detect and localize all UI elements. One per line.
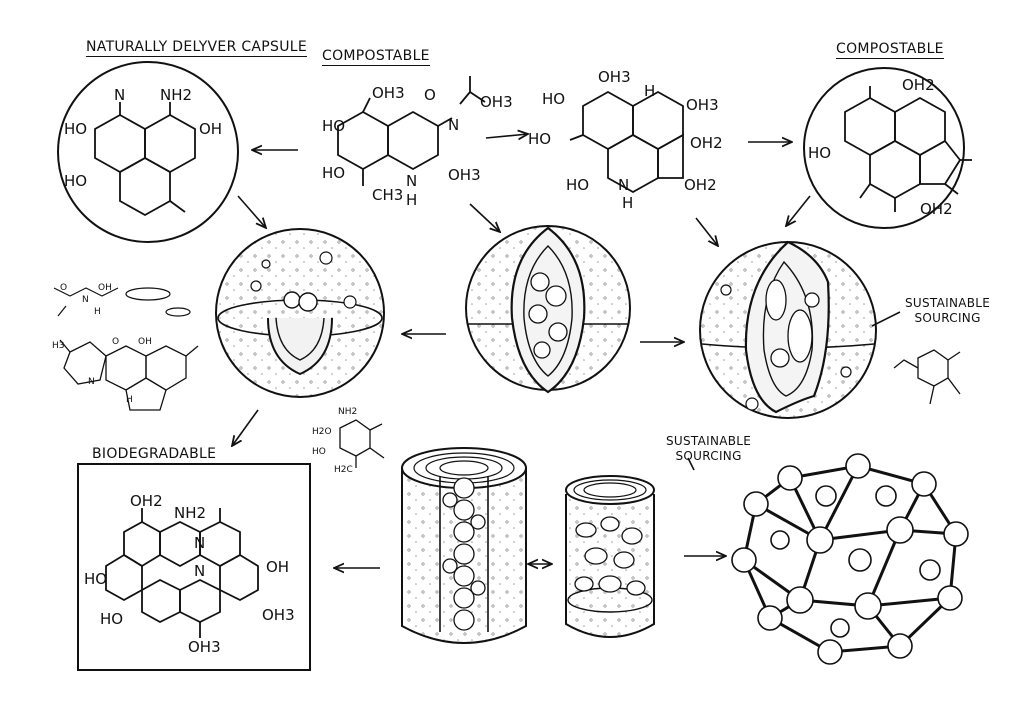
label-naturally-delyver-capsule: NATURALLY DELYVER CAPSULE [86,39,308,57]
label-line: SUSTAINABLE [666,434,752,448]
atom-label: CH3 [372,186,403,204]
atom-label: OH2 [684,176,717,194]
atom-label: H [644,82,655,100]
atom-label: N [82,295,89,305]
atom-label: H [126,395,133,405]
atom-label: H2C [334,465,353,475]
atom-label: O [424,86,436,104]
atom-label: OH3 [480,93,513,111]
atom-label: HO [322,117,345,135]
label-biodegradable: BIODEGRADABLE [92,446,217,462]
label-line: SUSTAINABLE [905,296,991,310]
label-sustainable-sourcing-right: SUSTAINABLE SOURCING [905,296,990,326]
atom-label: OH [98,283,112,293]
atom-label: H [622,194,633,212]
label-line: SOURCING [914,311,981,325]
atom-label: N [114,86,125,104]
cluster-icon [731,453,969,665]
arrow [485,134,528,138]
molecule-small-right [893,349,961,405]
atom-label: H3 [52,341,65,351]
molecule-top-center-left: OH3 HO HO CH3 N H OH3 N O OH3 [322,76,513,209]
molecule-circle-top-left: N NH2 HO OH HO [57,61,239,243]
atom-label: H [406,191,417,209]
atom-label: N [406,172,417,190]
label-compostable-right: COMPOSTABLE [836,41,944,59]
molecule-small-center [339,419,385,468]
atom-label: HO [100,610,123,628]
atom-label: OH2 [902,76,935,94]
atom-label: N [194,562,205,580]
atom-label: OH3 [448,166,481,184]
arrow [786,195,811,226]
flow-arrows [232,134,901,568]
molecule-biodegradable-box: OH2 NH2 N N HO OH HO OH3 OH3 [77,463,311,671]
atom-label: HO [64,172,87,190]
atom-label: HO [84,570,107,588]
atom-label: OH [199,120,222,138]
molecule-small-left-2 [59,339,199,411]
cylinder-icon [401,447,527,644]
atom-label: O [60,283,67,293]
atom-label: OH3 [598,68,631,86]
leader-line [871,311,901,327]
atom-label: OH2 [690,134,723,152]
atom-label: N [194,534,205,552]
atom-label: HO [542,90,565,108]
label-line: SOURCING [675,449,742,463]
atom-label: OH3 [372,84,405,102]
atom-label: N [88,377,95,387]
leader-line [687,457,695,471]
label-sustainable-sourcing-center: SUSTAINABLE SOURCING [666,434,751,464]
atom-label: HO [566,176,589,194]
arrow [695,217,718,246]
atom-label: HO [312,447,326,457]
sphere-icon [699,240,877,419]
jar-icon [565,475,655,638]
atom-label: HO [528,130,551,148]
atom-label: NH2 [160,86,192,104]
atom-label: H2O [312,427,332,437]
atom-label: OH3 [262,606,295,624]
atom-label: OH3 [686,96,719,114]
atom-label: HO [64,120,87,138]
label-compostable-top: COMPOSTABLE [322,48,430,66]
sphere-icon [465,225,631,394]
atom-label: OH2 [920,200,953,218]
molecule-circle-top-right: OH2 HO OH2 [803,67,972,229]
atom-label: NH2 [338,407,357,417]
atom-label: H [94,307,101,317]
arrow [469,203,500,232]
atom-label: N [618,176,629,194]
atom-label: OH3 [188,638,221,656]
atom-label: HO [808,144,831,162]
atom-label: O [112,337,119,347]
atom-label: NH2 [174,504,206,522]
atom-label: HO [322,164,345,182]
arrow [232,409,259,446]
molecule-top-center-right: OH3 HO H OH3 HO OH2 HO N H OH2 [528,68,723,212]
atom-label: OH [138,337,152,347]
arrow [237,195,266,228]
sphere-icon [215,228,385,398]
atom-label: OH [266,558,289,576]
molecule-small-left-1 [53,287,191,317]
atom-label: N [448,116,459,134]
atom-label: OH2 [130,492,163,510]
